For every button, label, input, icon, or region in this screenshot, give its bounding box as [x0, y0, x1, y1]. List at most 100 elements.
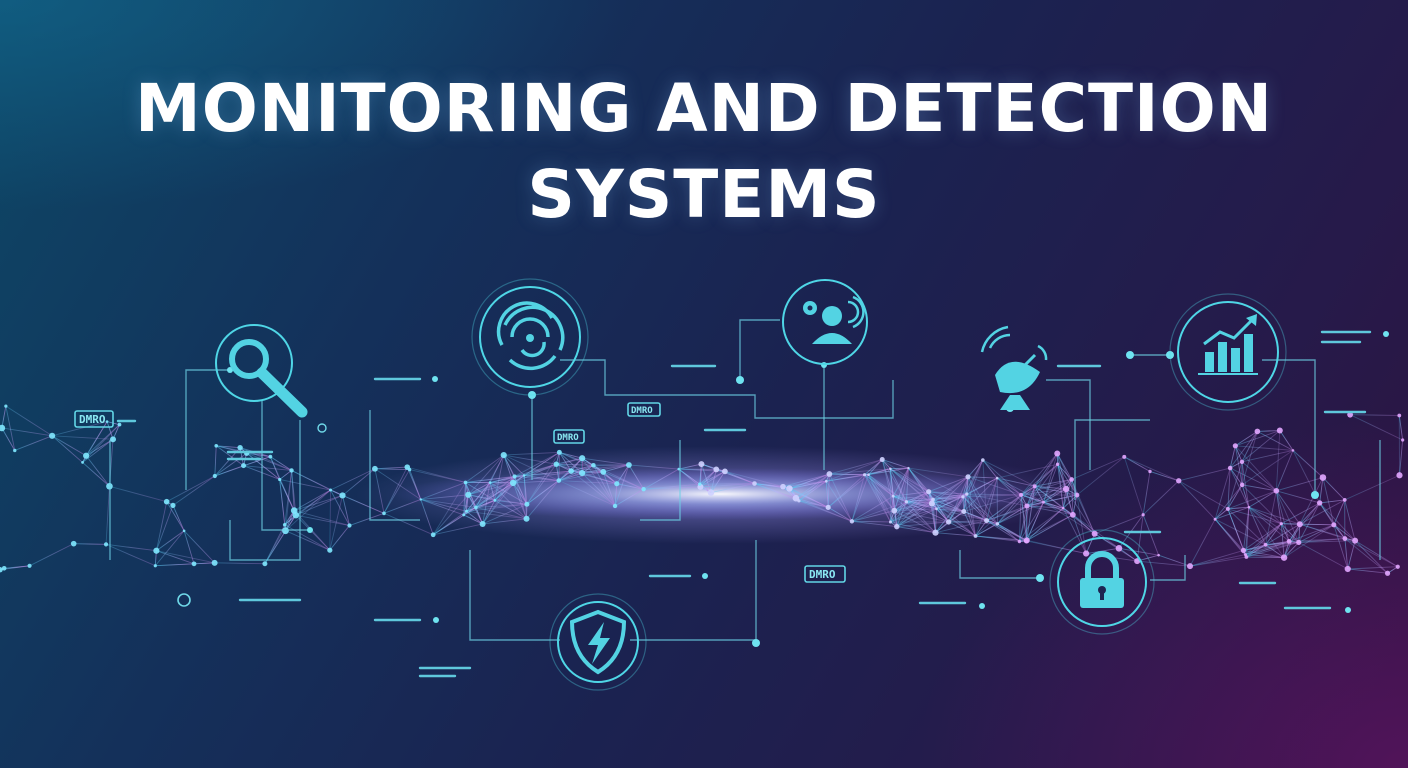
mesh-link — [1288, 524, 1334, 542]
mesh-link — [616, 483, 644, 490]
mesh-node — [1254, 428, 1261, 435]
mesh-node — [1074, 492, 1080, 498]
mesh-link — [931, 503, 936, 533]
mesh-link — [285, 530, 330, 551]
mesh-node — [1296, 521, 1303, 528]
mesh-node — [780, 483, 786, 490]
mesh-link — [894, 491, 929, 512]
mesh-link — [1020, 453, 1058, 496]
mesh-link — [906, 501, 936, 533]
mesh-node — [568, 468, 574, 474]
mesh-link — [1137, 560, 1191, 567]
mesh-link — [710, 483, 755, 493]
mesh-link — [643, 483, 700, 490]
mesh-link — [295, 489, 331, 516]
mesh-node — [524, 501, 530, 507]
mesh-node — [614, 481, 620, 487]
mesh-node — [965, 474, 971, 480]
mesh-node — [163, 498, 170, 505]
mesh-link — [868, 474, 894, 497]
mesh-link — [966, 493, 998, 525]
mesh-link — [214, 562, 265, 565]
mesh-link — [1298, 502, 1321, 543]
mesh-link — [1344, 538, 1388, 574]
mesh-node — [1157, 553, 1160, 557]
mesh-link — [962, 494, 1022, 498]
mesh-node — [879, 457, 885, 463]
mesh-link — [798, 480, 827, 502]
mesh-node — [278, 477, 282, 482]
mesh-node — [512, 474, 517, 479]
mesh-node — [862, 473, 867, 477]
mesh-link — [558, 452, 560, 481]
data-dashes — [116, 330, 1389, 678]
mesh-link — [279, 479, 331, 491]
mesh-node — [237, 444, 243, 451]
svg-text:DMRO: DMRO — [79, 413, 106, 426]
mesh-link — [967, 476, 1022, 496]
mesh-node — [1069, 477, 1074, 482]
mesh-node — [1344, 565, 1351, 573]
mesh-link — [1227, 467, 1231, 509]
mesh-node — [579, 455, 586, 462]
mesh-link — [514, 463, 557, 477]
mesh-node — [407, 467, 412, 472]
mesh-link — [494, 454, 505, 501]
mesh-link — [214, 452, 247, 477]
mesh-link — [1245, 507, 1250, 558]
mesh-link — [754, 483, 800, 502]
mesh-link — [374, 468, 422, 500]
mesh-link — [997, 523, 1027, 542]
mesh-link — [628, 464, 644, 490]
mesh-link — [329, 525, 350, 551]
mesh-link — [1149, 471, 1179, 482]
mesh-link — [1333, 524, 1346, 539]
mesh-link — [1281, 523, 1334, 526]
mesh-node — [1141, 513, 1145, 517]
mesh-link — [1298, 524, 1301, 543]
mesh-node — [578, 470, 586, 477]
mesh-link — [982, 459, 998, 479]
mesh-link — [73, 543, 107, 545]
mesh-link — [1275, 450, 1294, 491]
mesh-link — [512, 463, 557, 484]
mesh-link — [1288, 502, 1321, 542]
mesh-link — [183, 530, 195, 564]
mesh-link — [513, 470, 572, 484]
mesh-link — [1344, 538, 1398, 568]
mesh-node — [641, 486, 646, 492]
mesh-link — [614, 483, 618, 506]
mesh-link — [1354, 540, 1399, 568]
mesh-link — [1257, 431, 1294, 451]
mesh-link — [1062, 508, 1087, 554]
mesh-node — [1279, 522, 1283, 526]
mesh-link — [825, 481, 829, 508]
mesh-link — [643, 486, 701, 490]
mesh-link — [1056, 453, 1067, 490]
mesh-link — [432, 482, 466, 536]
mesh-link — [1136, 514, 1144, 562]
padlock-icon — [1049, 529, 1155, 635]
mesh-link — [239, 447, 244, 466]
mesh-link — [106, 421, 114, 440]
mesh-link — [889, 468, 895, 511]
mesh-node — [1263, 542, 1268, 547]
mesh-link — [986, 477, 998, 521]
mesh-link — [172, 475, 216, 506]
mesh-link — [1280, 523, 1285, 558]
svg-text:DMRO: DMRO — [631, 406, 653, 416]
mesh-link — [643, 468, 679, 490]
mesh-link — [1043, 501, 1095, 535]
mesh-link — [482, 482, 514, 525]
mesh-link — [284, 524, 331, 551]
mesh-link — [383, 512, 434, 536]
mesh-link — [614, 464, 630, 507]
mesh-link — [29, 543, 74, 567]
mesh-link — [475, 507, 527, 520]
mesh-node — [211, 559, 218, 566]
mesh-link — [592, 465, 616, 507]
mesh-node — [1342, 536, 1348, 541]
mesh-link — [374, 468, 410, 471]
mesh-link — [489, 476, 515, 484]
mesh-link — [559, 451, 583, 459]
